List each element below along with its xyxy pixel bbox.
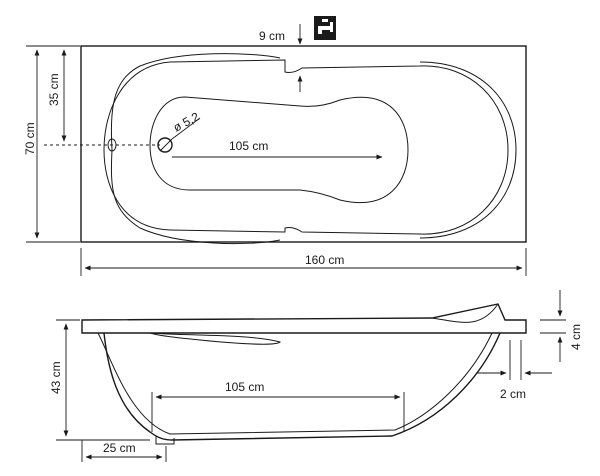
faucet-offset-label: 9 cm: [259, 29, 285, 43]
foot-end-curve: [419, 61, 517, 239]
head-rest-curve: [110, 53, 281, 245]
rim-thickness-label: 4 cm: [569, 324, 583, 350]
width-label: 160 cm: [305, 253, 344, 267]
side-body-outline: [103, 332, 501, 441]
side-inner-length-label: 105 cm: [225, 380, 264, 394]
base-offset-label: 25 cm: [103, 441, 136, 455]
drain-label-leader: [171, 117, 201, 140]
rim-overhang-label: 2 cm: [500, 387, 526, 401]
side-view: 43 cm 105 cm 25 cm 4 cm 2 cm: [49, 290, 583, 462]
side-backrest: [149, 332, 281, 345]
faucet-icon: [314, 16, 336, 40]
basin-outline: [103, 59, 509, 235]
half-depth-label: 35 cm: [47, 73, 61, 106]
drain-hole: [157, 137, 173, 153]
drain-diameter-leader: [159, 138, 173, 152]
side-drain-leg: [155, 436, 175, 445]
inner-length-label: 105 cm: [229, 139, 268, 153]
height-label: 43 cm: [49, 361, 63, 394]
side-rim-outline: [81, 303, 527, 334]
side-basin-line: [97, 332, 493, 435]
side-foot-contour: [431, 303, 499, 323]
tub-rim-outline: [80, 45, 527, 243]
top-view: ø 5,2 105 cm 9 cm 70 cm 35 cm 160 cm: [23, 16, 527, 276]
drain-diameter-label: ø 5,2: [171, 109, 202, 134]
depth-label: 70 cm: [23, 122, 37, 155]
inner-floor-outline: [149, 96, 409, 203]
